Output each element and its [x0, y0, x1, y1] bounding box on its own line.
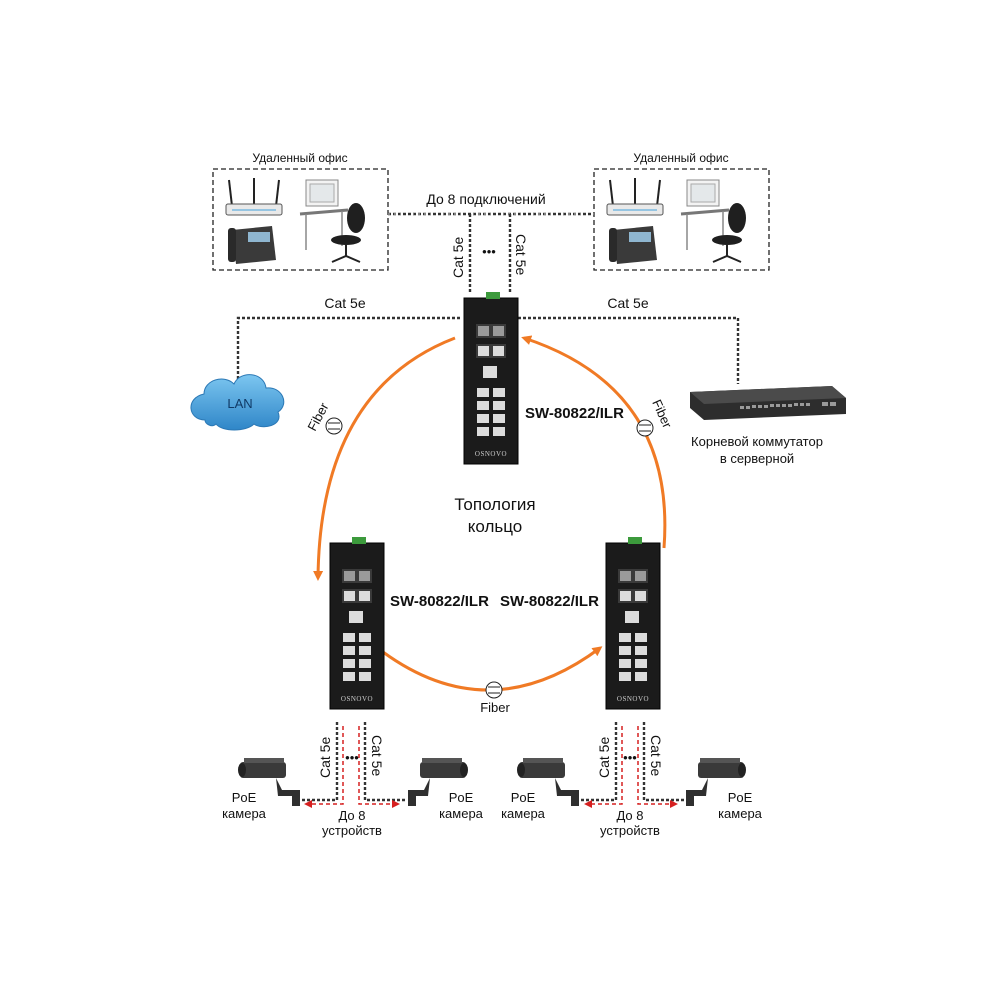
- router-icon: [225, 178, 283, 216]
- fiber-label-bottom: Fiber: [480, 700, 510, 715]
- lan-cable-label: Cat 5e: [324, 295, 365, 311]
- office-cable-label-right: Cat 5e: [513, 234, 529, 275]
- right-cam2-line2: камера: [718, 806, 763, 821]
- switch-right: OSNOVO: [605, 537, 661, 710]
- topology-title-line2: кольцо: [468, 517, 523, 536]
- camera-icon: [408, 758, 468, 806]
- cloud-icon: [190, 374, 285, 431]
- root-switch-label-line2: в серверной: [720, 451, 794, 466]
- router-icon: [606, 178, 664, 216]
- left-cam-dots: •••: [345, 750, 359, 765]
- left-cam2-line1: PoE: [449, 790, 474, 805]
- left-devices-line1: До 8: [338, 808, 365, 823]
- left-cam-cable-label-2: Cat 5e: [369, 735, 385, 776]
- topology-title-line1: Топология: [454, 495, 535, 514]
- left-poe-arrows: [304, 726, 400, 808]
- right-office-frame: [593, 168, 770, 271]
- camera-icon: [686, 758, 746, 806]
- switch-left-logo: OSNOVO: [341, 695, 373, 703]
- right-devices-line1: До 8: [616, 808, 643, 823]
- switch-top: OSNOVO: [463, 292, 519, 465]
- right-remote-office: Удаленный офис: [593, 151, 770, 271]
- switch-left-model: SW-80822/ILR: [390, 593, 489, 610]
- right-office-title: Удаленный офис: [633, 151, 728, 165]
- switch-top-model: SW-80822/ILR: [525, 405, 624, 422]
- left-devices-line2: устройств: [322, 823, 382, 838]
- switch-right-model: SW-80822/ILR: [500, 593, 599, 610]
- lan-cable: [236, 316, 462, 384]
- right-cam2-line1: PoE: [728, 790, 753, 805]
- root-switch-cable: [518, 316, 740, 384]
- right-poe-arrows: [584, 726, 678, 808]
- camera-icon: [238, 758, 300, 806]
- left-office-frame: [212, 168, 389, 271]
- right-devices-line2: устройств: [600, 823, 660, 838]
- fiber-connector-icon-left: [325, 417, 343, 435]
- right-cam1-line2: камера: [501, 806, 546, 821]
- fiber-arc-left: [313, 336, 456, 581]
- switch-right-logo: OSNOVO: [617, 695, 649, 703]
- fiber-connector-icons: [325, 417, 654, 699]
- workstation-icon: [680, 179, 746, 263]
- top-connections-label: До 8 подключений: [426, 191, 545, 207]
- lan-label: LAN: [227, 396, 252, 411]
- fiber-connector-icon-right: [636, 419, 654, 437]
- left-cam1-line1: PoE: [232, 790, 257, 805]
- right-cam1-line1: PoE: [511, 790, 536, 805]
- office-dots: •••: [482, 244, 496, 259]
- fiber-connector-icon-bottom: [485, 681, 503, 699]
- right-cam-dots: •••: [623, 750, 637, 765]
- root-switch: Корневой коммутатор в серверной: [690, 386, 846, 466]
- lan-cloud: LAN: [190, 374, 285, 431]
- switch-left: OSNOVO: [329, 537, 385, 710]
- office-cable-label-left: Cat 5e: [450, 237, 466, 278]
- camera-icon: [517, 758, 579, 806]
- fiber-arc-right: [521, 335, 667, 549]
- workstation-icon: [299, 179, 365, 263]
- right-cam-cable-label-1: Cat 5e: [596, 737, 612, 778]
- ip-phone-icon: [228, 226, 276, 264]
- right-cam-cable-label-2: Cat 5e: [648, 735, 664, 776]
- right-camera-group: Cat 5e Cat 5e ••• До 8 устройств PoE кам…: [501, 722, 763, 838]
- twisted-pair-cables: [236, 212, 740, 384]
- switch-top-logo: OSNOVO: [475, 450, 507, 458]
- ip-phone-icon: [609, 226, 657, 264]
- root-cable-label: Cat 5e: [607, 295, 648, 311]
- left-camera-group: Cat 5e Cat 5e ••• До 8 устройств PoE кам…: [222, 722, 484, 838]
- root-switch-label-line1: Корневой коммутатор: [691, 434, 823, 449]
- left-cam-cable-label-1: Cat 5e: [317, 737, 333, 778]
- left-cam2-line2: камера: [439, 806, 484, 821]
- left-cam1-line2: камера: [222, 806, 267, 821]
- left-office-title: Удаленный офис: [252, 151, 347, 165]
- left-remote-office: Удаленный офис: [212, 151, 389, 271]
